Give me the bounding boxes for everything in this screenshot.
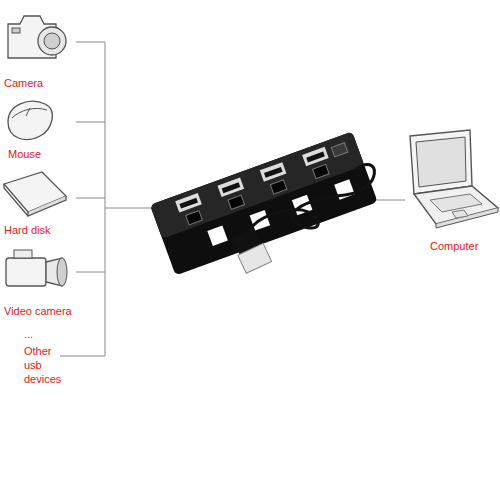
plug-tip bbox=[238, 243, 272, 273]
device-node: Camera bbox=[0, 6, 80, 90]
device-node: ... Other usb devices bbox=[0, 328, 64, 386]
port-slot bbox=[264, 167, 283, 178]
device-icon bbox=[400, 128, 500, 233]
device-node: Video camera bbox=[0, 240, 80, 318]
device-label: ... bbox=[0, 328, 64, 340]
tick-line bbox=[76, 272, 105, 273]
video-camera-icon bbox=[0, 240, 80, 300]
device-icon bbox=[0, 92, 80, 147]
device-label: Other usb devices bbox=[0, 344, 64, 386]
device-label: Camera bbox=[0, 76, 80, 90]
switch bbox=[270, 180, 287, 194]
mouse-icon bbox=[0, 92, 80, 147]
switch bbox=[313, 164, 330, 178]
port-slot bbox=[222, 182, 241, 193]
hard-disk-icon bbox=[0, 166, 80, 221]
device-label: Video camera bbox=[0, 304, 80, 318]
device-icon bbox=[0, 6, 80, 68]
hub-body bbox=[150, 131, 378, 275]
device-node: Computer bbox=[400, 128, 500, 253]
hub-line bbox=[105, 208, 152, 209]
bus-line bbox=[105, 42, 106, 356]
tick-line bbox=[76, 122, 105, 123]
leader-lines bbox=[60, 42, 405, 356]
device-node: Mouse bbox=[0, 92, 80, 161]
device-node: Hard disk bbox=[0, 166, 80, 237]
usb-port bbox=[175, 193, 202, 212]
switch bbox=[331, 143, 348, 157]
switch bbox=[228, 195, 245, 209]
port-slot bbox=[306, 152, 325, 163]
device-icon bbox=[0, 240, 80, 300]
device-label: Mouse bbox=[0, 147, 80, 161]
led bbox=[207, 225, 228, 246]
tick-line bbox=[76, 198, 105, 199]
usb-port bbox=[302, 147, 329, 166]
switch bbox=[186, 211, 203, 225]
usb-plug bbox=[230, 227, 271, 273]
usb-cable bbox=[245, 164, 374, 240]
usb-port bbox=[260, 162, 287, 181]
device-label: Computer bbox=[400, 239, 500, 253]
usb-hub bbox=[150, 131, 378, 275]
usb-port bbox=[217, 178, 244, 197]
device-label: Hard disk bbox=[0, 223, 80, 237]
camera-icon bbox=[0, 6, 80, 68]
tick-line bbox=[60, 356, 105, 357]
port-slot bbox=[179, 198, 198, 209]
laptop-icon bbox=[400, 128, 500, 233]
device-icon bbox=[0, 166, 80, 221]
tick-line bbox=[76, 42, 105, 43]
